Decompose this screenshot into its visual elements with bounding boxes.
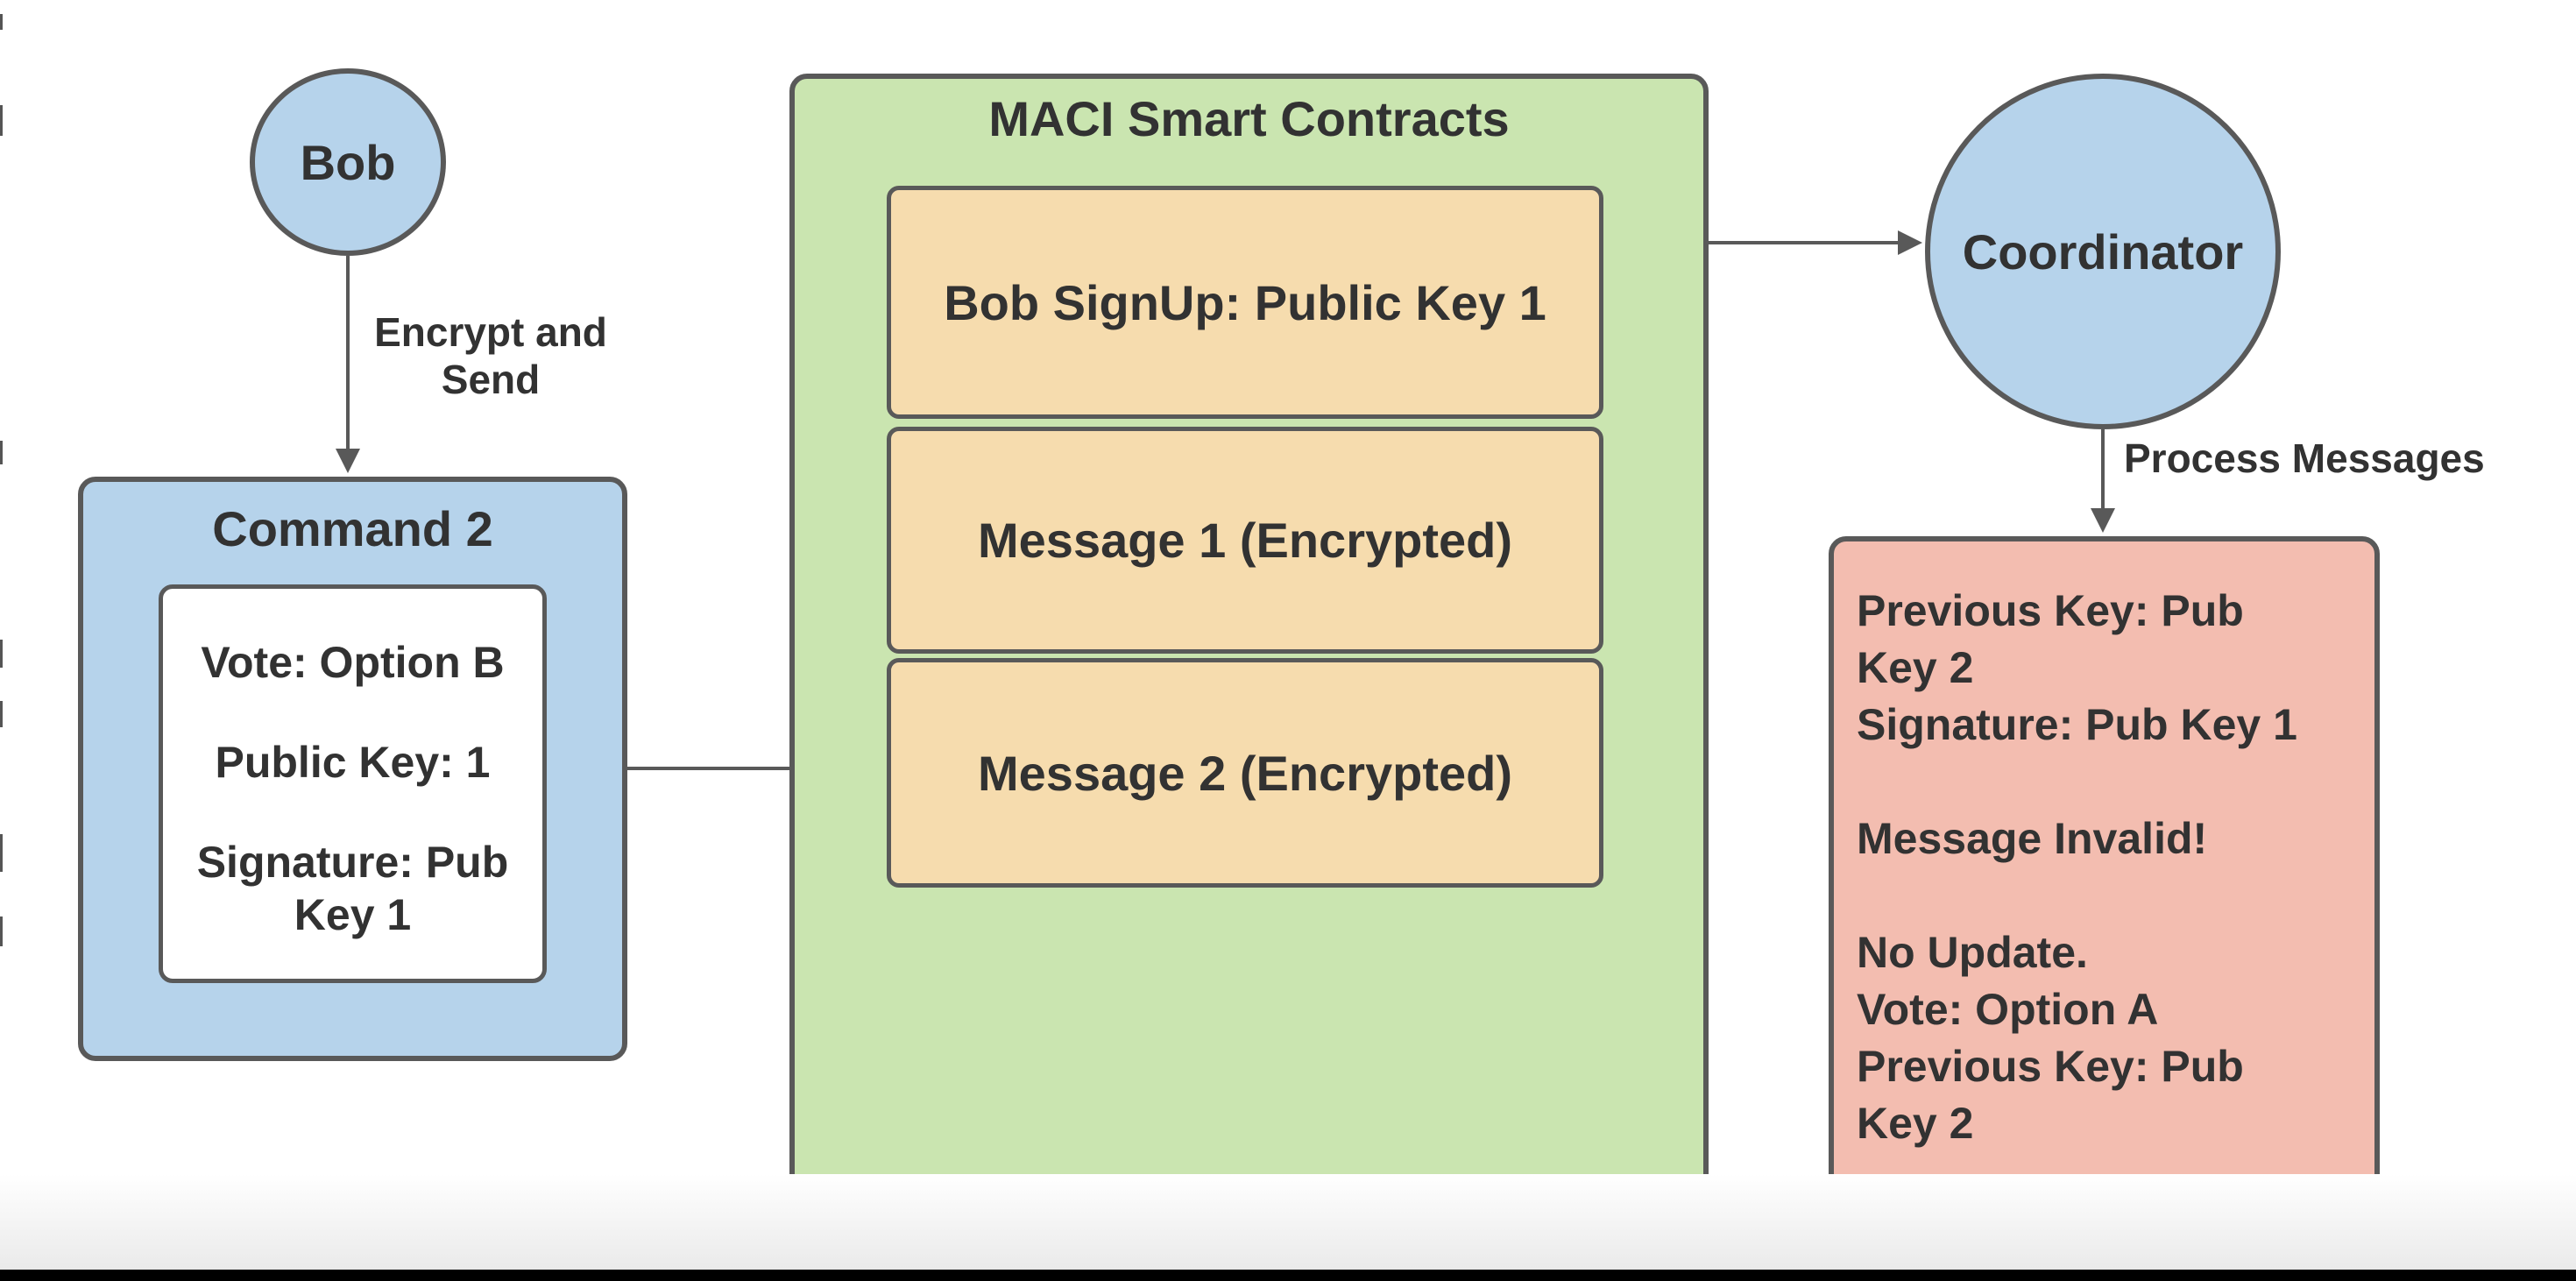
message2-item: Message 2 (Encrypted) xyxy=(887,658,1603,888)
bob-label: Bob xyxy=(300,134,396,190)
coordinator-node: Coordinator xyxy=(1925,74,2281,429)
public-key-entry: Public Key: 1 xyxy=(215,738,491,787)
coordinator-label: Coordinator xyxy=(1962,223,2244,280)
edge-dash xyxy=(0,441,3,464)
bottom-gradient-band xyxy=(0,1174,2576,1270)
edge-dash xyxy=(0,701,3,727)
arrow-line xyxy=(627,767,855,770)
result-line: Signature: Pub Key 1 xyxy=(1857,700,2297,749)
result-line: Key 2 xyxy=(1857,643,1974,692)
edge-dash xyxy=(0,105,3,136)
result-line: Key 2 xyxy=(1857,1099,1974,1148)
result-line: Vote: Option A xyxy=(1857,985,2159,1034)
bob-signup-label: Bob SignUp: Public Key 1 xyxy=(944,274,1546,330)
result-line: Previous Key: Pub xyxy=(1857,586,2244,635)
arrowhead-right-icon xyxy=(1898,230,1922,255)
edge-dash xyxy=(0,14,3,30)
result-line: Message Invalid! xyxy=(1857,814,2208,863)
edge-dash xyxy=(0,640,3,668)
vote-entry: Vote: Option B xyxy=(201,638,505,687)
edge-dash xyxy=(0,917,3,946)
process-messages-label: Process Messages xyxy=(2124,435,2485,481)
message1-item: Message 1 (Encrypted) xyxy=(887,427,1603,654)
encrypt-and-send-label: Encrypt and Send xyxy=(374,309,607,402)
command2-title: Command 2 xyxy=(212,501,493,556)
bottom-black-bar xyxy=(0,1270,2576,1281)
message2-label: Message 2 (Encrypted) xyxy=(978,745,1512,801)
arrowhead-down-icon xyxy=(2091,508,2115,533)
edge-dash xyxy=(0,834,3,872)
result-node: Previous Key: Pub Key 2 Signature: Pub K… xyxy=(1829,536,2380,1202)
arrow-line xyxy=(1709,241,1900,244)
command2-detail-card: Vote: Option B Public Key: 1 Signature: … xyxy=(159,584,547,983)
result-line: No Update. xyxy=(1857,928,2088,977)
bob-node: Bob xyxy=(250,68,446,256)
arrow-line xyxy=(346,256,350,452)
bob-signup-item: Bob SignUp: Public Key 1 xyxy=(887,186,1603,419)
result-line: Previous Key: Pub xyxy=(1857,1042,2244,1091)
signature-entry: Signature: Pub Key 1 xyxy=(196,838,509,939)
message1-label: Message 1 (Encrypted) xyxy=(978,513,1512,568)
maci-title: MACI Smart Contracts xyxy=(988,91,1510,146)
arrowhead-down-icon xyxy=(336,449,360,473)
arrow-line xyxy=(2101,429,2105,512)
result-line xyxy=(1857,867,2352,924)
result-line xyxy=(1857,754,2352,810)
